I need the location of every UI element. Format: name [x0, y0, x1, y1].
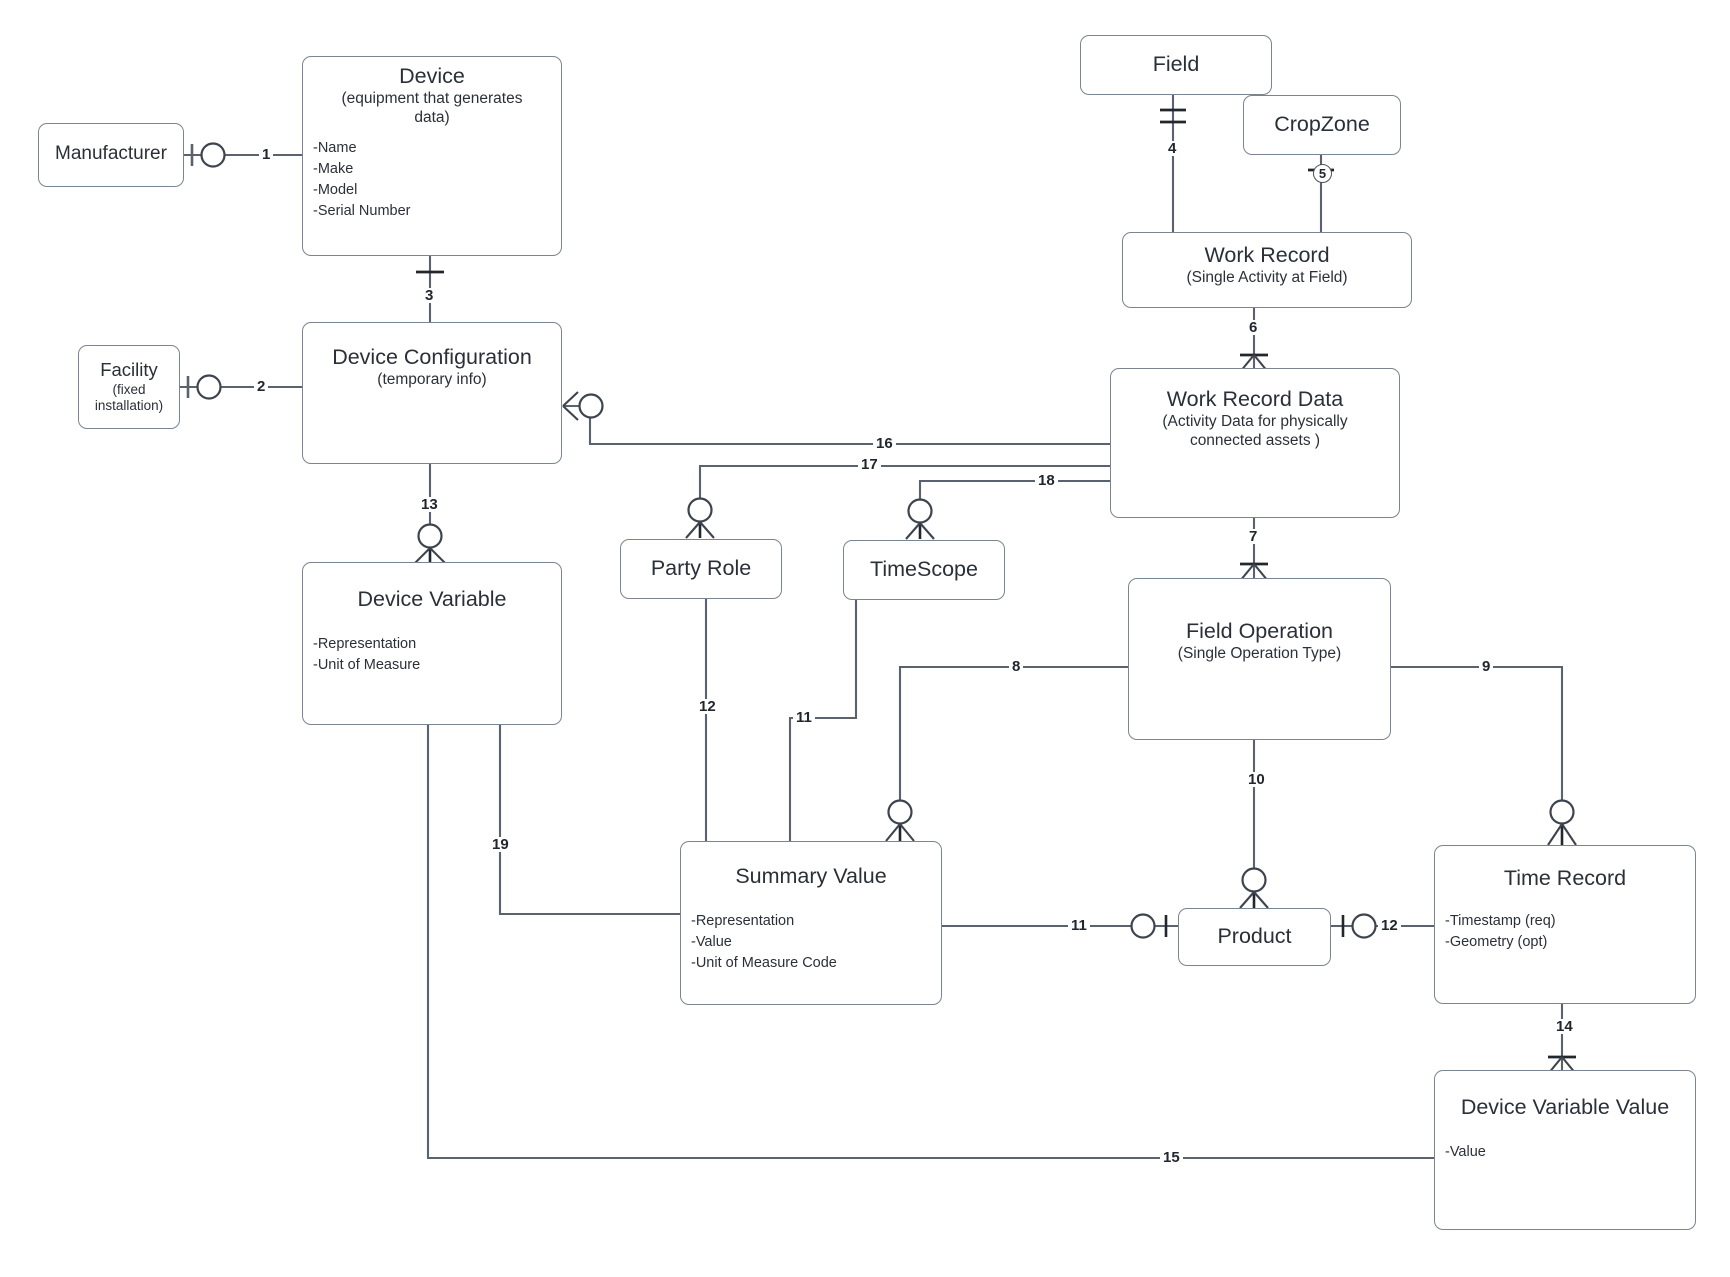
- entity-facility-subtitle: (fixed installation): [94, 382, 164, 414]
- entity-product-title: Product: [1217, 923, 1292, 948]
- entity-summary-value[interactable]: Summary Value -Representation -Value -Un…: [680, 841, 942, 1005]
- relationship-label-5: 5: [1313, 164, 1332, 183]
- entity-device-variable-attributes: -Representation -Unit of Measure: [313, 634, 551, 676]
- entity-device-title: Device: [399, 64, 465, 88]
- relationship-label-3: 3: [422, 288, 437, 303]
- relationship-label-16: 16: [873, 436, 896, 451]
- attribute: -Model: [313, 181, 358, 198]
- entity-device-subtitle: (equipment that generates data): [341, 90, 523, 126]
- relationship-label-11-product: 11: [1068, 918, 1090, 933]
- relationship-label-8: 8: [1009, 659, 1024, 674]
- entity-manufacturer-title: Manufacturer: [55, 143, 167, 165]
- attribute: -Unit of Measure Code: [691, 955, 837, 972]
- entity-work-record-data-title: Work Record Data: [1166, 387, 1344, 411]
- relationship-label-15: 15: [1160, 1150, 1183, 1165]
- attribute: -Timestamp (req): [1445, 913, 1556, 930]
- relationship-label-14: 14: [1553, 1019, 1576, 1034]
- entity-work-record[interactable]: Work Record (Single Activity at Field): [1122, 232, 1412, 308]
- attribute: -Representation: [313, 636, 417, 653]
- entity-work-record-title: Work Record: [1204, 243, 1330, 267]
- relationship-label-7: 7: [1246, 529, 1261, 544]
- relationship-label-9: 9: [1479, 659, 1494, 674]
- entity-facility-title: Facility: [100, 359, 158, 381]
- entity-device-variable-value-title: Device Variable Value: [1460, 1095, 1670, 1119]
- entity-field-title: Field: [1152, 51, 1200, 76]
- entity-work-record-data[interactable]: Work Record Data (Activity Data for phys…: [1110, 368, 1400, 518]
- relationship-label-11-timescope: 11: [793, 710, 815, 725]
- attribute: -Serial Number: [313, 202, 411, 219]
- entity-work-record-subtitle: (Single Activity at Field): [1186, 269, 1348, 287]
- entity-summary-value-attributes: -Representation -Value -Unit of Measure …: [691, 911, 931, 974]
- relationship-label-4: 4: [1165, 141, 1180, 156]
- relationship-label-10: 10: [1245, 772, 1268, 787]
- relationship-label-19: 19: [489, 837, 512, 852]
- entity-device-attributes: -Name -Make -Model -Serial Number: [313, 138, 551, 222]
- attribute: -Value: [691, 934, 732, 951]
- attribute: -Unit of Measure: [313, 657, 421, 674]
- entity-device-variable-value[interactable]: Device Variable Value -Value: [1434, 1070, 1696, 1230]
- relationship-label-12-time-record: 12: [1378, 918, 1401, 933]
- relationship-label-2: 2: [254, 379, 269, 394]
- entity-work-record-data-subtitle: (Activity Data for physically connected …: [1162, 413, 1348, 449]
- entity-field-operation-title: Field Operation: [1186, 619, 1333, 643]
- attribute: -Name: [313, 139, 357, 156]
- relationship-label-13: 13: [418, 497, 441, 512]
- entity-field[interactable]: Field: [1080, 35, 1272, 95]
- entity-device-configuration[interactable]: Device Configuration (temporary info): [302, 322, 562, 464]
- entity-cropzone[interactable]: CropZone: [1243, 95, 1401, 155]
- entity-cropzone-title: CropZone: [1274, 111, 1370, 136]
- entity-party-role-title: Party Role: [650, 555, 752, 580]
- relationship-label-1: 1: [259, 147, 274, 162]
- attribute: -Make: [313, 160, 354, 177]
- attribute: -Value: [1445, 1144, 1486, 1161]
- relationship-label-17: 17: [858, 457, 881, 472]
- relationship-label-18: 18: [1035, 473, 1058, 488]
- entity-time-record-title: Time Record: [1503, 866, 1627, 890]
- entity-device-configuration-subtitle: (temporary info): [377, 371, 487, 389]
- entity-product[interactable]: Product: [1178, 908, 1331, 966]
- entity-time-record[interactable]: Time Record -Timestamp (req) -Geometry (…: [1434, 845, 1696, 1004]
- entity-device-variable-value-attributes: -Value: [1445, 1142, 1685, 1163]
- entity-summary-value-title: Summary Value: [735, 864, 887, 888]
- relationship-label-6: 6: [1246, 320, 1261, 335]
- entity-timescope[interactable]: TimeScope: [843, 540, 1005, 600]
- entity-device-configuration-title: Device Configuration: [332, 345, 532, 369]
- entity-timescope-title: TimeScope: [870, 556, 978, 581]
- entity-device-variable-title: Device Variable: [357, 587, 507, 611]
- entity-manufacturer[interactable]: Manufacturer: [38, 123, 184, 187]
- entity-device[interactable]: Device (equipment that generates data) -…: [302, 56, 562, 256]
- entity-time-record-attributes: -Timestamp (req) -Geometry (opt): [1445, 911, 1685, 953]
- attribute: -Geometry (opt): [1445, 934, 1548, 951]
- attribute: -Representation: [691, 913, 795, 930]
- relationship-label-12-party-role: 12: [696, 699, 719, 714]
- entity-party-role[interactable]: Party Role: [620, 539, 782, 599]
- entity-field-operation-subtitle: (Single Operation Type): [1177, 645, 1342, 663]
- entity-field-operation[interactable]: Field Operation (Single Operation Type): [1128, 578, 1391, 740]
- entity-device-variable[interactable]: Device Variable -Representation -Unit of…: [302, 562, 562, 725]
- entity-facility[interactable]: Facility (fixed installation): [78, 345, 180, 429]
